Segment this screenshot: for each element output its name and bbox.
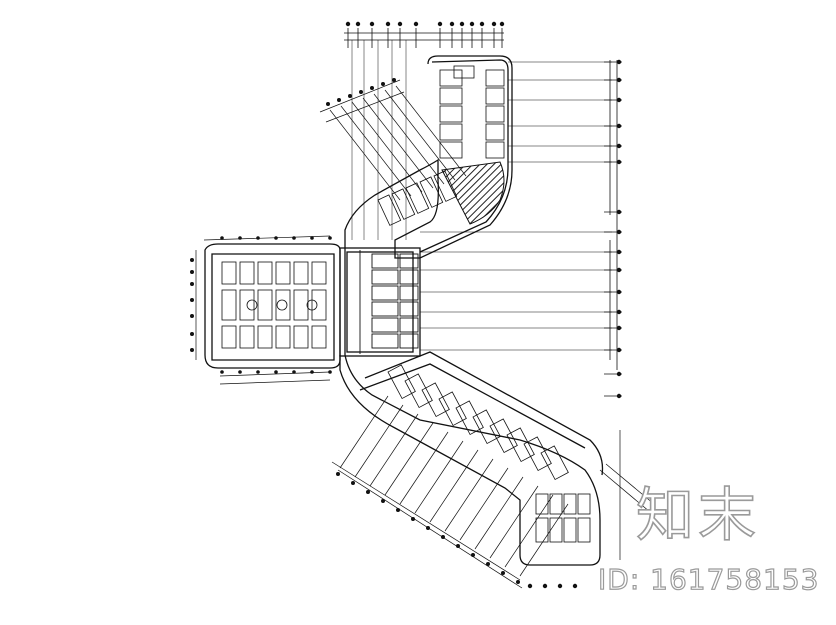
central-rooms — [359, 250, 419, 354]
top-dimension-lines — [344, 28, 504, 240]
right-dimension-lines — [604, 60, 622, 397]
watermark-id: ID: 161758153 — [597, 563, 820, 596]
extension-lines-right — [420, 61, 612, 351]
upper-left-angled-dimensions — [319, 79, 467, 201]
room-partitions — [377, 65, 505, 226]
hatched-curved-section — [441, 161, 505, 225]
watermark-logo: 知末 — [635, 481, 761, 549]
left-wing-rooms — [221, 261, 327, 349]
left-wing-dimensions — [195, 235, 331, 385]
lower-left-angled-dimensions — [331, 395, 569, 589]
building-outline — [204, 55, 604, 566]
diagonal-wing-rooms — [387, 364, 591, 543]
lower-right-angled-dimensions — [599, 430, 655, 560]
grid-markers — [190, 21, 622, 589]
